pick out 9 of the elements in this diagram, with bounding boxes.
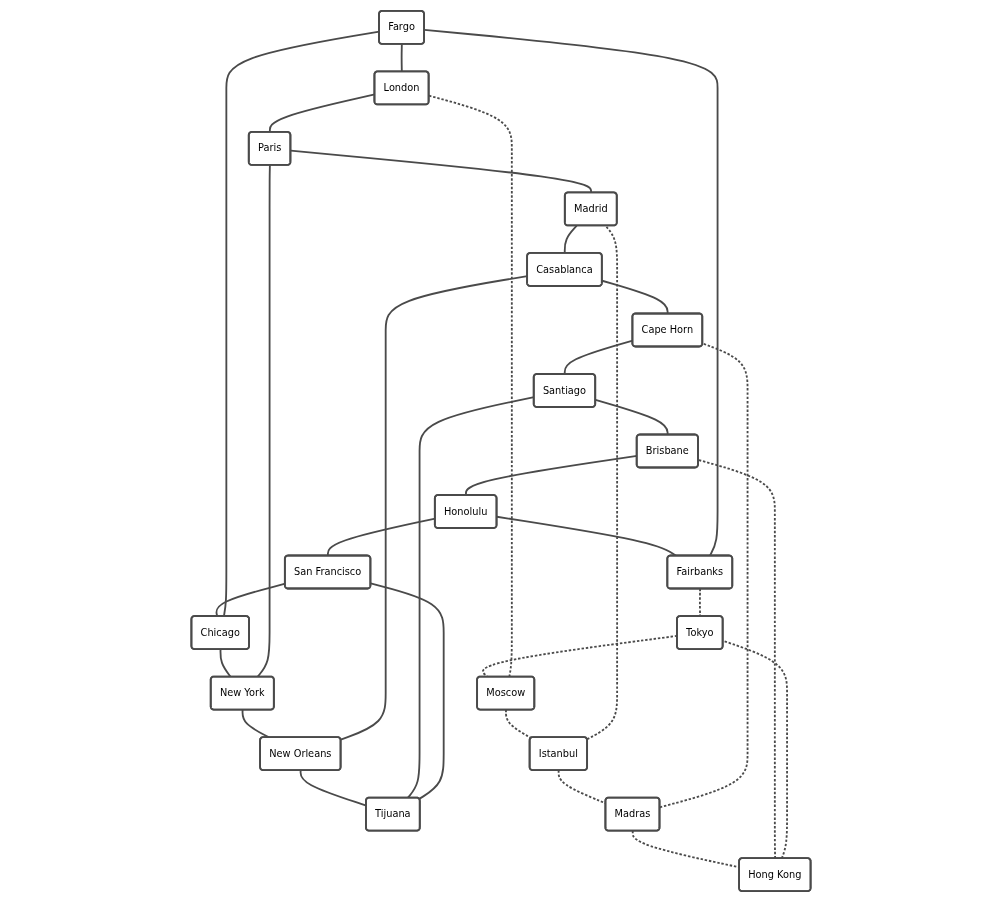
- connector: [406, 395, 535, 799]
- connector: [428, 94, 513, 678]
- connector: [505, 708, 532, 739]
- connector: [256, 163, 271, 678]
- connector: [219, 647, 232, 678]
- connector: [241, 708, 270, 738]
- connector: [722, 639, 788, 859]
- connector: [563, 224, 578, 254]
- connector: [586, 224, 619, 740]
